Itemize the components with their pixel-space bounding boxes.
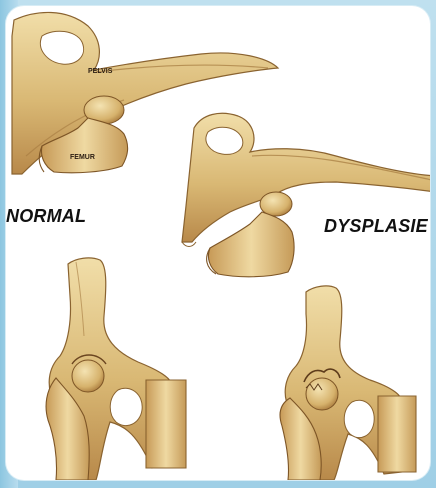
dysplasia-label: DYSPLASIE bbox=[324, 216, 428, 237]
hip-illustration bbox=[6, 6, 430, 480]
femur-label: FEMUR bbox=[70, 154, 95, 161]
dysplasia-hip-front bbox=[280, 286, 416, 480]
diagram-panel: PELVIS FEMUR NORMAL DYSPLASIE bbox=[6, 6, 430, 480]
normal-label: NORMAL bbox=[6, 206, 86, 227]
dysplasia-pelvis-side bbox=[182, 113, 430, 276]
pelvis-label: PELVIS bbox=[88, 68, 112, 75]
normal-hip-front bbox=[46, 258, 186, 480]
